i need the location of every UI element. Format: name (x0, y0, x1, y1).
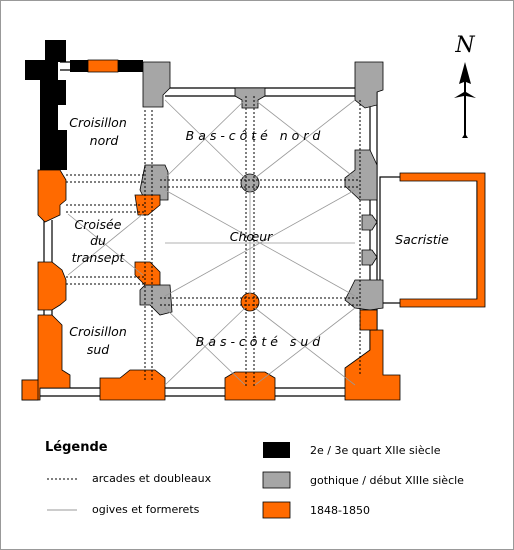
legend-swatch-12th (263, 442, 290, 458)
label-croisillon-nord-2: nord (90, 133, 119, 148)
period-1848-masonry (21, 59, 486, 401)
north-arrow-icon (454, 62, 476, 138)
label-croisillon-sud-2: sud (87, 342, 109, 357)
arcades-dotted (66, 96, 361, 388)
ribs-thin (67, 99, 356, 386)
label-croisillon-sud-1: Croisillon (69, 324, 127, 339)
period-12th-masonry (25, 40, 143, 170)
legend: Légende arcades et doubleaux ogives et f… (45, 440, 464, 519)
legend-line-ogives: ogives et formerets (92, 503, 200, 516)
legend-swatch-gothic (262, 471, 291, 489)
legend-swatch-1848 (262, 501, 291, 519)
legend-line-arcades: arcades et doubleaux (92, 472, 212, 485)
label-choeur: Chœur (230, 229, 273, 244)
label-bas-cote-sud: B a s - c ô t é s u d (196, 334, 320, 349)
north-arrow: N (454, 33, 476, 138)
legend-period-12th: 2e / 3e quart XIIe siècle (310, 444, 441, 457)
label-croisee-3: transept (72, 250, 126, 265)
label-sacristie: Sacristie (395, 232, 449, 247)
label-croisillon-nord-1: Croisillon (69, 115, 127, 130)
north-letter: N (454, 33, 475, 58)
legend-period-1848: 1848-1850 (310, 504, 370, 517)
legend-period-gothic: gothique / début XIIIe siècle (310, 474, 464, 487)
legend-title: Légende (45, 440, 108, 455)
room-labels: Croisillon nord B a s - c ô t é n o r d … (69, 115, 449, 357)
label-bas-cote-nord: B a s - c ô t é n o r d (186, 128, 321, 143)
period-gothic-masonry (139, 61, 384, 316)
label-croisee-2: du (90, 233, 106, 248)
label-croisee-1: Croisée (75, 217, 122, 232)
